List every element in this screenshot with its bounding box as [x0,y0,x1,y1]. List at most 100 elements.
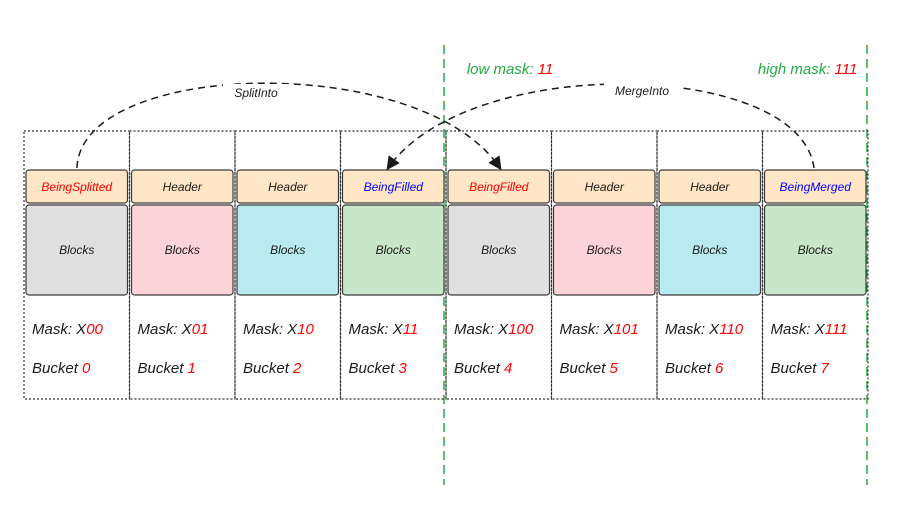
bucket-prefix: Bucket [771,360,821,377]
bucket-outline [339,130,447,400]
mask-label: Mask: X101 [560,321,639,338]
mask-bits: 11 [403,321,419,338]
mask-prefix: Mask: X [349,321,404,338]
bucket-prefix: Bucket [665,360,715,377]
bucket-number: 0 [82,360,91,377]
bucket-header-box [763,169,867,204]
blocks-box [552,204,656,296]
mask-prefix: Mask: X [32,321,87,338]
mask-prefix: Mask: X [665,321,720,338]
bucket-header-label: BeingFilled [364,180,424,194]
bucket-label: Bucket 5 [560,360,619,377]
merge-into-arrow [386,83,815,171]
mask-label: Mask: X111 [771,321,848,338]
bucket-outline [550,130,658,400]
bucket-outline [23,130,131,400]
blocks-label: Blocks [270,243,305,257]
mask-bits: 01 [192,321,209,338]
mask-bits: 110 [719,321,744,338]
bucket-header-box [658,169,762,204]
bucket-number: 1 [188,360,196,377]
mask-label: Mask: X110 [665,321,744,338]
bucket-header-label: Header [585,180,625,194]
blocks-box [25,204,129,296]
bucket-number: 3 [399,360,408,377]
mask-prefix: Mask: X [454,321,509,338]
mask-label: Mask: X01 [138,321,209,338]
blocks-label: Blocks [798,243,833,257]
bucket-number: 7 [821,360,830,377]
mask-prefix: Mask: X [560,321,615,338]
merge-into-label: MergeInto [615,84,669,98]
blocks-label: Blocks [59,243,94,257]
blocks-label: Blocks [165,243,200,257]
bucket-number: 4 [504,360,512,377]
blocks-label: Blocks [587,243,622,257]
mask-label: Mask: X10 [243,321,315,338]
bucket-label: Bucket 1 [138,360,196,377]
bucket-outline [445,130,553,400]
bucket-label: Bucket 6 [665,360,724,377]
blocks-label: Blocks [481,243,516,257]
bucket-label: Bucket 2 [243,360,302,377]
mask-bits: 111 [825,321,848,338]
mask-bits: 00 [86,321,103,338]
bucket-prefix: Bucket [454,360,504,377]
high-mask-label: high mask: 111 [737,61,870,78]
bucket-prefix: Bucket [32,360,82,377]
blocks-box [341,204,445,296]
bucket-prefix: Bucket [138,360,188,377]
blocks-box [658,204,762,296]
split-into-label: SplitInto [234,86,278,100]
bucket-prefix: Bucket [560,360,610,377]
bucket-header-box [130,169,234,204]
bucket-header-label: BeingMerged [780,180,852,194]
mask-prefix: Mask: X [138,321,193,338]
blocks-box [763,204,867,296]
bucket-header-box [25,169,129,204]
mask-prefix: Mask: X [771,321,826,338]
bucket-number: 5 [610,360,619,377]
mask-bits: 101 [614,321,639,338]
mask-prefix: Mask: X [243,321,298,338]
bucket-header-label: Header [690,180,730,194]
high-mask-label-text: high mask: [758,61,835,78]
mask-label: Mask: X00 [32,321,104,338]
bucket-outline [656,130,764,400]
blocks-label: Blocks [376,243,411,257]
low-mask-value: 11 [538,61,554,78]
merge-into-label-bg [604,82,680,100]
blocks-box [130,204,234,296]
bucket-header-label: BeingFilled [469,180,529,194]
split-into-arrow [76,82,502,171]
bucket-prefix: Bucket [349,360,399,377]
bucket-outline [234,130,342,400]
bucket-header-label: BeingSplitted [41,180,112,194]
blocks-box [236,204,340,296]
bucket-number: 2 [292,360,302,377]
bucket-label: Bucket 0 [32,360,91,377]
bucket-header-box [236,169,340,204]
bucket-label: Bucket 4 [454,360,512,377]
mask-bits: 10 [297,321,314,338]
blocks-box [447,204,551,296]
low-mask-label-text: low mask: [467,61,538,78]
bucket-header-label: Header [268,180,308,194]
split-into-label-bg [223,84,289,102]
mask-label: Mask: X11 [349,321,419,338]
bucket-header-box [552,169,656,204]
bucket-outline [761,130,869,400]
bucket-prefix: Bucket [243,360,293,377]
bucket-outline [128,130,236,400]
low-mask-label: low mask: 11 [446,61,566,78]
high-mask-value: 111 [835,61,858,78]
